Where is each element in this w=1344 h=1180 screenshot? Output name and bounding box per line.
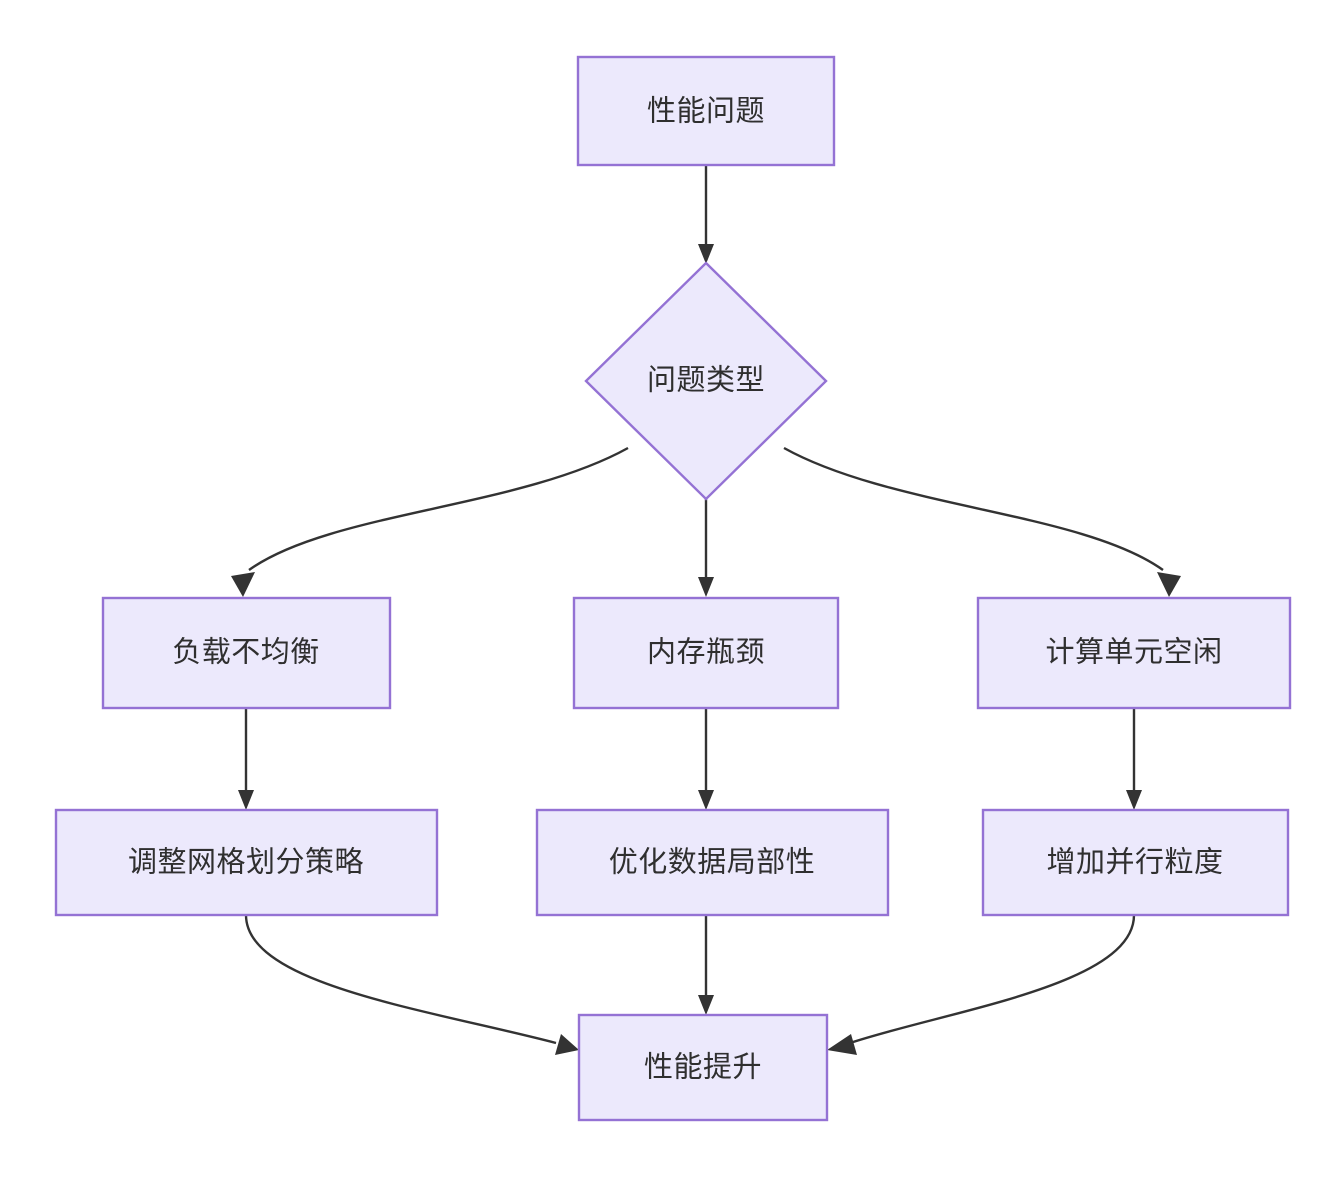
edge-parallel-granularity-to-performance-gain (827, 914, 1136, 1055)
node-problem-type-shape[interactable] (584, 261, 828, 501)
edge-problem-type-to-load-imbalance (231, 446, 629, 597)
node-performance-problem-label: 性能问题 (647, 95, 765, 128)
node-increase-parallel-granularity[interactable]: 增加并行粒度 (981, 808, 1290, 917)
node-performance-problem[interactable]: 性能问题 (576, 55, 836, 167)
edge-data-locality-to-performance-gain (698, 915, 714, 1015)
node-performance-gain[interactable]: 性能提升 (577, 1013, 829, 1122)
edge-grid-strategy-to-performance-gain (244, 914, 579, 1055)
node-compute-unit-idle-shape[interactable] (976, 596, 1292, 710)
node-load-imbalance-shape[interactable] (101, 596, 392, 710)
edge-compute-idle-to-parallel-granularity (1126, 708, 1142, 810)
node-problem-type-label: 问题类型 (647, 364, 765, 397)
edge-layer (231, 166, 1181, 1055)
node-performance-problem-shape[interactable] (576, 55, 836, 167)
edge-problem-type-to-memory-bottleneck (698, 499, 714, 597)
edge-memory-bottleneck-to-data-locality (698, 708, 714, 810)
node-optimize-data-locality[interactable]: 优化数据局部性 (535, 808, 890, 917)
node-problem-type[interactable]: 问题类型 (584, 261, 828, 501)
node-load-imbalance-label: 负载不均衡 (172, 636, 320, 669)
node-memory-bottleneck-shape[interactable] (572, 596, 840, 710)
node-compute-unit-idle[interactable]: 计算单元空闲 (976, 596, 1292, 710)
node-adjust-grid-strategy-label: 调整网格划分策略 (128, 846, 364, 879)
node-optimize-data-locality-label: 优化数据局部性 (609, 846, 816, 879)
node-adjust-grid-strategy[interactable]: 调整网格划分策略 (54, 808, 439, 917)
node-compute-unit-idle-label: 计算单元空闲 (1045, 636, 1222, 669)
node-adjust-grid-strategy-shape[interactable] (54, 808, 439, 917)
node-memory-bottleneck-label: 内存瓶颈 (647, 636, 765, 669)
node-optimize-data-locality-shape[interactable] (535, 808, 890, 917)
node-load-imbalance[interactable]: 负载不均衡 (101, 596, 392, 710)
node-memory-bottleneck[interactable]: 内存瓶颈 (572, 596, 840, 710)
node-performance-gain-label: 性能提升 (644, 1051, 762, 1084)
edge-performance-problem-to-problem-type (698, 166, 714, 264)
edge-load-imbalance-to-grid-strategy (238, 708, 254, 810)
node-performance-gain-shape[interactable] (577, 1013, 829, 1122)
node-layer: 性能问题 问题类型 负载不均衡 内存瓶颈 计算单元空闲 (54, 55, 1292, 1122)
node-increase-parallel-granularity-label: 增加并行粒度 (1046, 846, 1223, 879)
edge-problem-type-to-compute-idle (783, 446, 1181, 597)
node-increase-parallel-granularity-shape[interactable] (981, 808, 1290, 917)
